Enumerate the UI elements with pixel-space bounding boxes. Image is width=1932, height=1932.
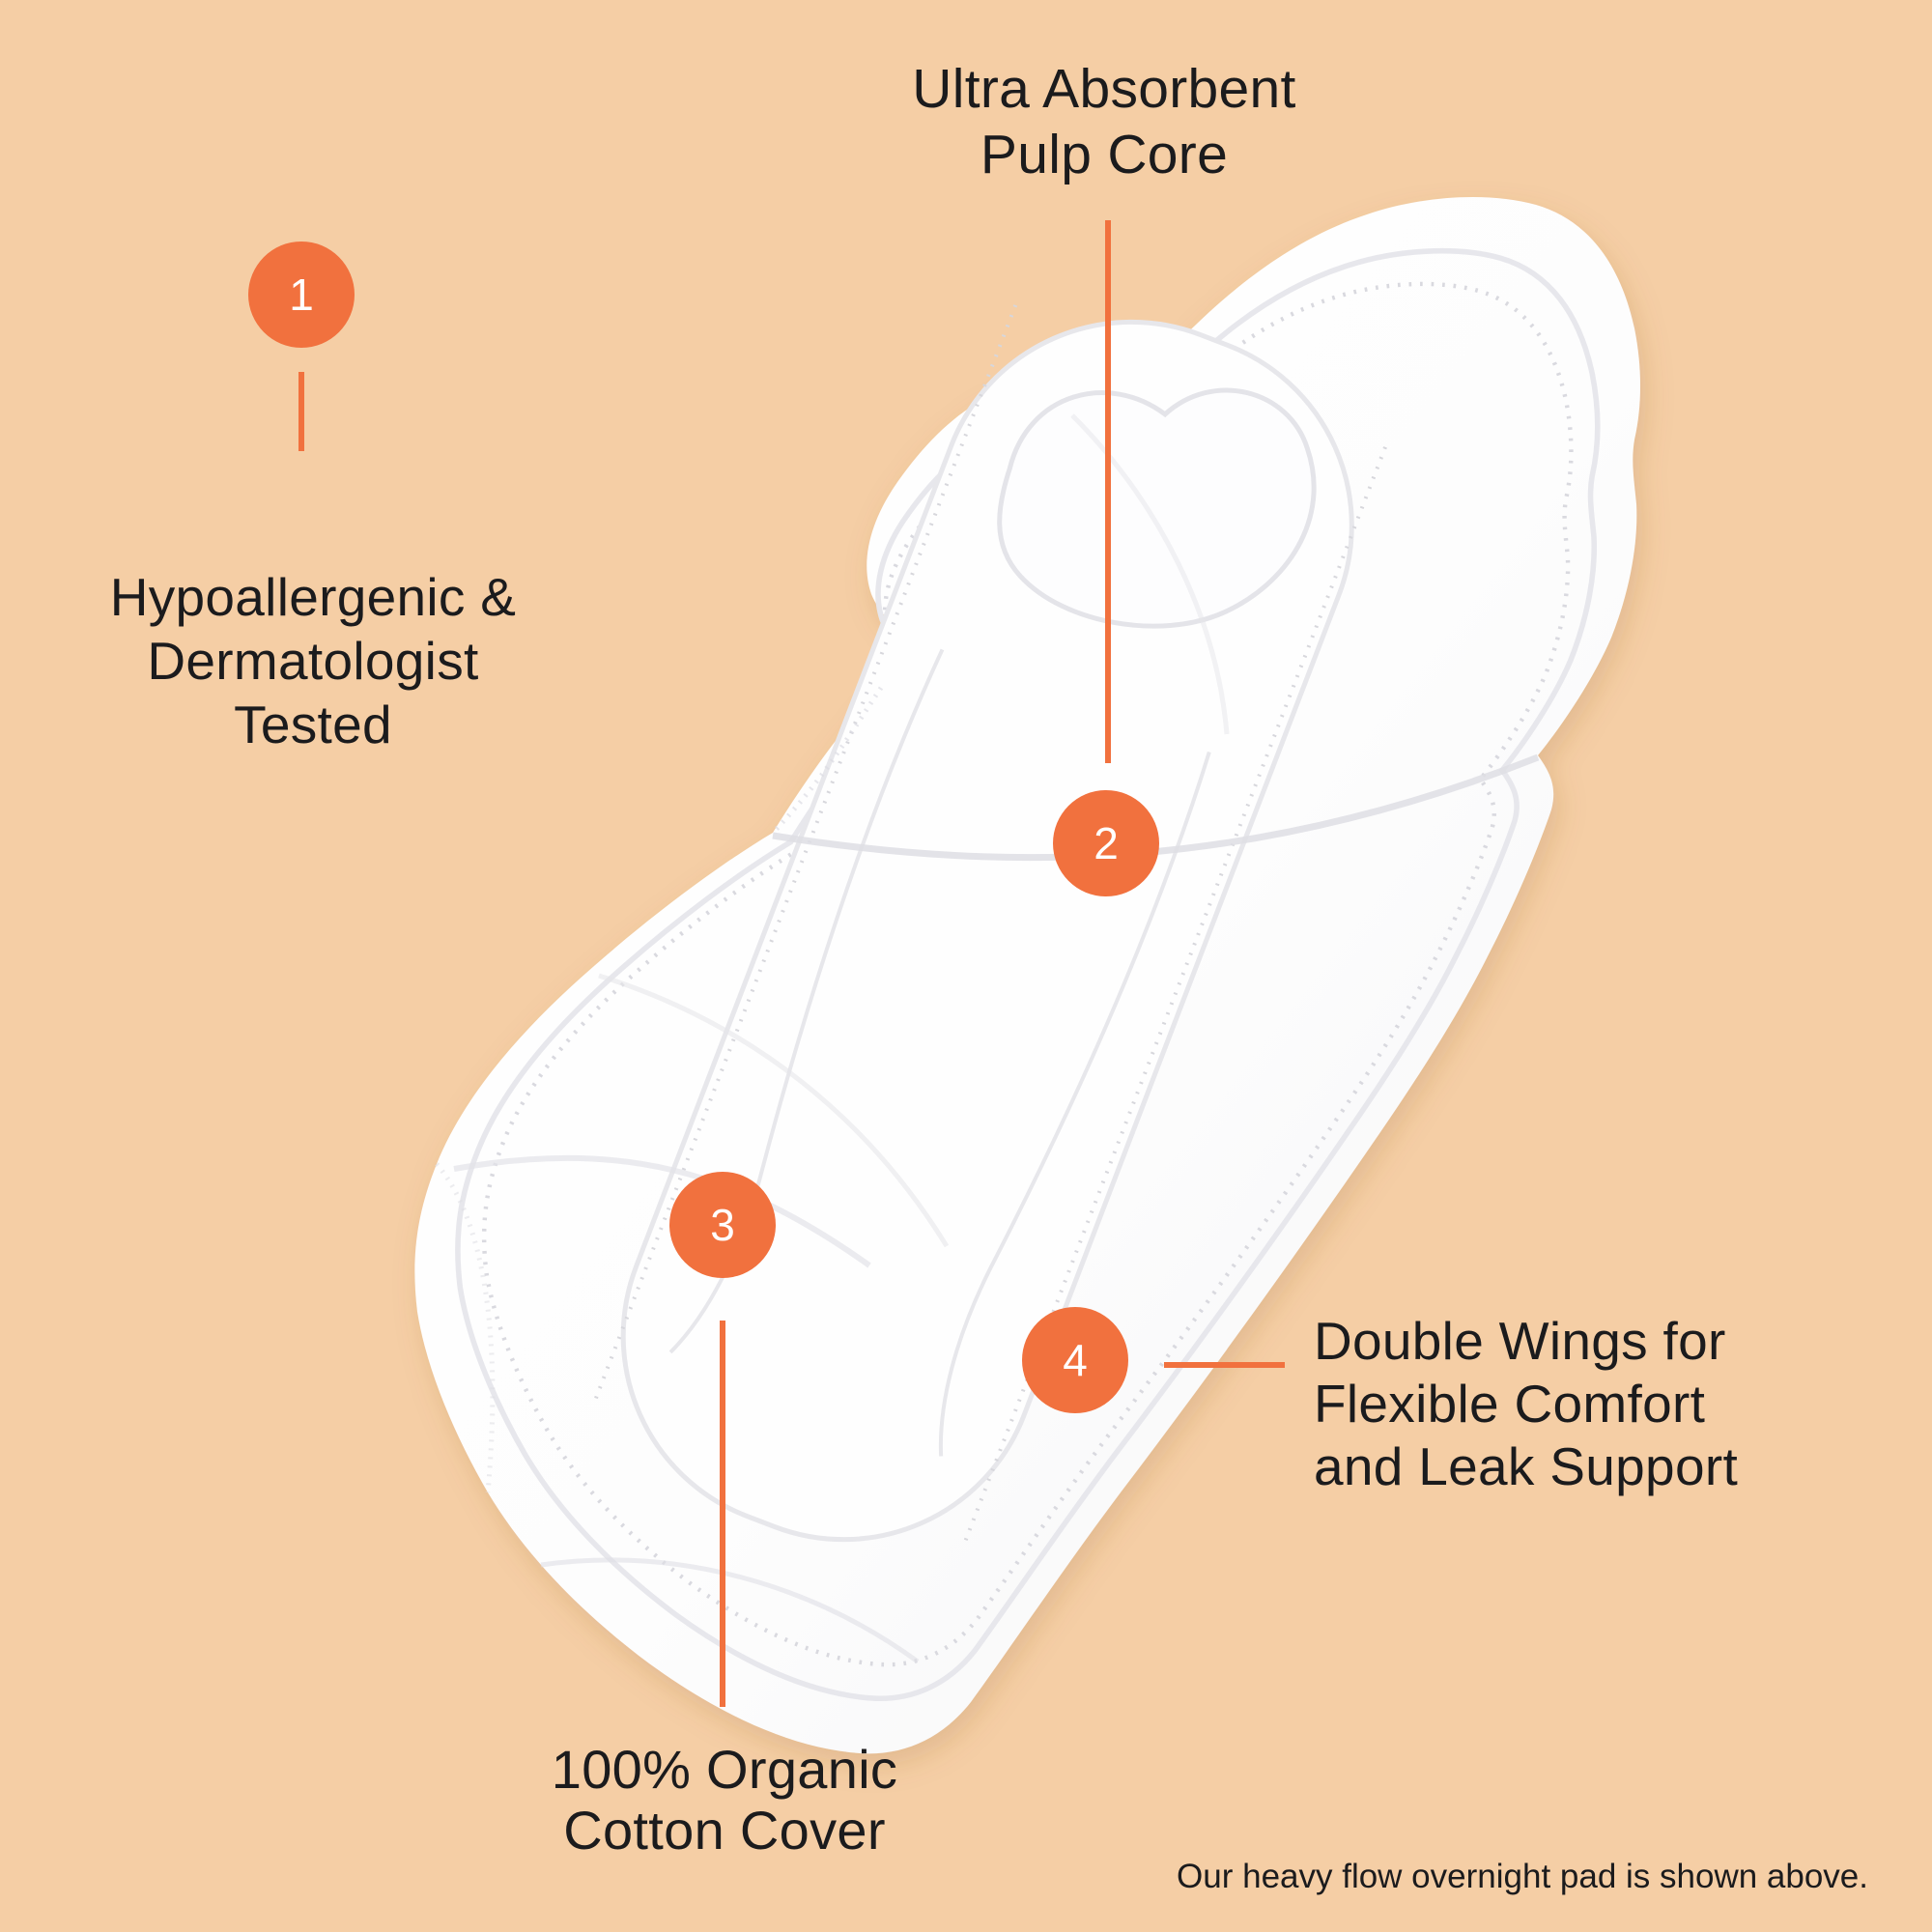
callout-1-number: 1 xyxy=(289,270,314,320)
callout-2-line xyxy=(1105,220,1111,763)
label-line: Double Wings for xyxy=(1314,1311,1726,1371)
label-line: Dermatologist xyxy=(147,631,479,691)
callout-2-badge: 2 xyxy=(1053,790,1159,896)
label-line: Cotton Cover xyxy=(563,1800,886,1861)
label-line: 100% Organic xyxy=(551,1739,898,1800)
pad-silhouette xyxy=(414,196,1641,1754)
callout-1-badge: 1 xyxy=(248,242,355,348)
pad-creases xyxy=(435,413,1540,1664)
callout-2-number: 2 xyxy=(1094,818,1119,868)
callout-4-badge: 4 xyxy=(1022,1307,1128,1413)
callout-4-number: 4 xyxy=(1063,1335,1088,1385)
callout-1-line xyxy=(298,372,304,451)
label-line: and Leak Support xyxy=(1314,1436,1739,1496)
callout-4-line xyxy=(1164,1362,1285,1368)
callout-3-number: 3 xyxy=(710,1200,735,1250)
label-line: Tested xyxy=(234,695,392,754)
callout-2-label: Ultra Absorbent Pulp Core xyxy=(669,56,1539,187)
callout-1-label: Hypoallergenic & Dermatologist Tested xyxy=(23,565,603,756)
pad-core-emboss xyxy=(591,304,1387,1548)
callout-3-label: 100% Organic Cotton Cover xyxy=(435,1739,1014,1861)
label-line: Hypoallergenic & xyxy=(109,567,517,627)
callout-4-label: Double Wings for Flexible Comfort and Le… xyxy=(1314,1310,1874,1498)
footnote-caption: Our heavy flow overnight pad is shown ab… xyxy=(1177,1858,1868,1895)
label-line: Pulp Core xyxy=(980,124,1229,185)
label-line: Flexible Comfort xyxy=(1314,1374,1706,1434)
callout-3-badge: 3 xyxy=(669,1172,776,1278)
label-line: Ultra Absorbent xyxy=(912,58,1296,120)
callout-3-line xyxy=(720,1321,725,1707)
